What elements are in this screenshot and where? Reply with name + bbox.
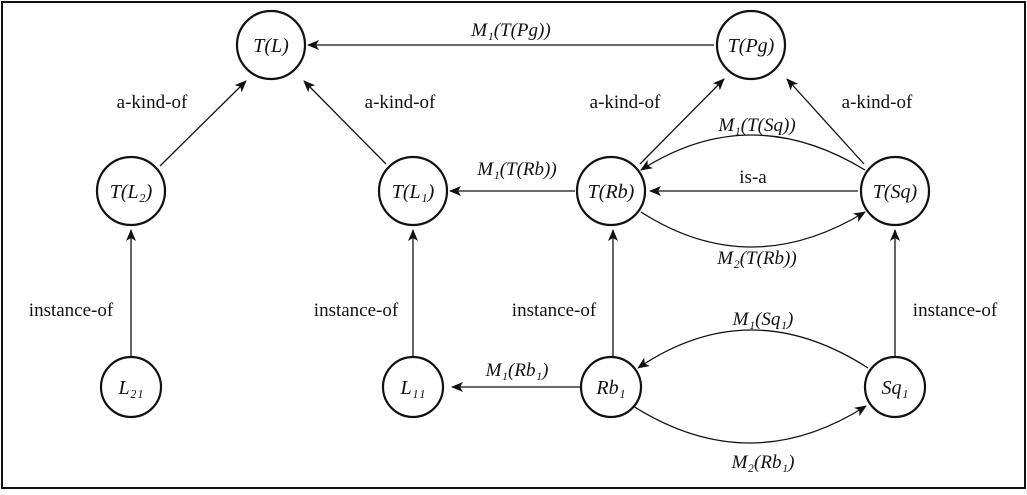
node-l21-label: L₂₁ [117, 377, 143, 399]
edge-label-tsq-to-trb-top: M₁(T(Sq)) [717, 115, 795, 136]
node-trb-label: T(Rb) [588, 181, 635, 203]
edge-label-trb-to-tl1: M₁(T(Rb)) [476, 159, 556, 180]
edge-label-l11-to-tl1: instance-of [314, 300, 399, 321]
edge-label-tpg-to-tl: M₁(T(Pg)) [470, 20, 550, 41]
edge-tsq-to-tpg [786, 78, 865, 165]
edge-tl2-to-tl [159, 80, 247, 167]
edge-sq1-to-rb1-top [637, 329, 869, 369]
edge-label-tl1-to-tl: a-kind-of [365, 92, 436, 113]
node-tpg: T(Pg) [715, 9, 787, 81]
edge-trb-to-tsq-bot [640, 211, 866, 248]
node-tl1-label: T(L₁) [392, 181, 435, 203]
edge-rb1-to-sq1-bot [632, 405, 867, 444]
node-l11: L₁₁ [381, 355, 445, 419]
edge-trb-to-tpg [639, 78, 725, 165]
node-tsq: T(Sq) [859, 155, 931, 227]
node-l21: L₂₁ [99, 355, 163, 419]
node-tl-label: T(L) [253, 35, 289, 57]
edge-label-tsq-to-trb-mid: is-a [739, 167, 767, 188]
edge-label-tsq-to-tpg: a-kind-of [842, 92, 913, 113]
node-rb1-label: Rb₁ [595, 377, 625, 399]
edge-label-trb-to-tpg: a-kind-of [590, 92, 661, 113]
node-rb1: Rb₁ [579, 355, 643, 419]
node-trb: T(Rb) [575, 155, 647, 227]
edge-label-tl2-to-tl: a-kind-of [117, 92, 188, 113]
edge-label-rb1-to-l11: M₁(Rb₁) [485, 360, 549, 381]
edge-label-rb1-to-sq1-bot: M₂(Rb₁) [731, 452, 795, 473]
node-tl1: T(L₁) [377, 155, 449, 227]
edge-label-sq1-to-rb1-top: M₁(Sq₁) [732, 309, 794, 330]
node-sq1: Sq₁ [863, 355, 927, 419]
node-tl: T(L) [235, 9, 307, 81]
edge-label-rb1-to-trb: instance-of [512, 300, 597, 321]
node-tl2: T(L₂) [95, 155, 167, 227]
edge-tl1-to-tl [303, 80, 387, 165]
edge-label-trb-to-tsq-bot: M₂(T(Rb)) [716, 248, 796, 269]
node-tl2-label: T(L₂) [110, 181, 153, 203]
edge-label-l21-to-tl2: instance-of [29, 300, 114, 321]
node-tsq-label: T(Sq) [873, 181, 918, 203]
node-l11-label: L₁₁ [399, 377, 425, 399]
edge-label-sq1-to-tsq: instance-of [913, 300, 998, 321]
node-tpg-label: T(Pg) [728, 35, 775, 57]
node-sq1-label: Sq₁ [882, 377, 909, 399]
edge-tsq-to-trb-top [640, 134, 866, 171]
